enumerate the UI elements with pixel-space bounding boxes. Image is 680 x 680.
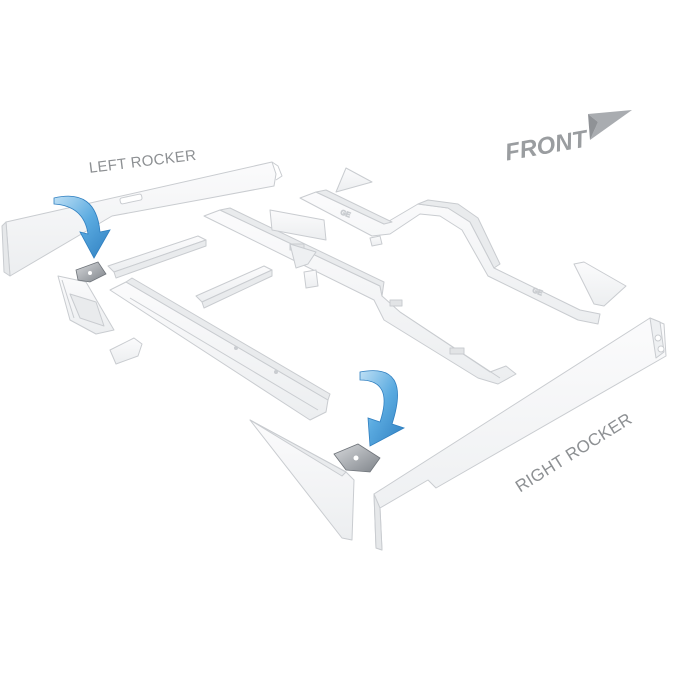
small-clip bbox=[109, 337, 143, 365]
left-rocker-panel bbox=[1, 161, 283, 277]
left-gray-bracket bbox=[75, 261, 107, 283]
right-rocker-panel bbox=[373, 317, 667, 551]
right-frame-rail: GE GE bbox=[299, 189, 601, 325]
center-nub bbox=[303, 235, 383, 289]
right-gray-bracket bbox=[333, 443, 381, 473]
top-tab-bracket bbox=[335, 167, 373, 193]
svg-text:GE: GE bbox=[531, 287, 543, 297]
curved-arrow-icon bbox=[359, 370, 406, 447]
right-support-bracket bbox=[249, 419, 355, 541]
svg-text:GE: GE bbox=[339, 209, 351, 219]
left-support-bracket bbox=[57, 275, 115, 335]
curved-arrow-icon bbox=[53, 195, 111, 259]
middle-cross-brace bbox=[195, 265, 273, 309]
upper-cross-brace bbox=[107, 235, 207, 279]
right-end-bracket bbox=[573, 261, 627, 307]
arrow-pointer-icon bbox=[588, 110, 632, 140]
center-bracket-plate bbox=[269, 209, 327, 269]
left-front-frame-rail bbox=[109, 277, 331, 421]
